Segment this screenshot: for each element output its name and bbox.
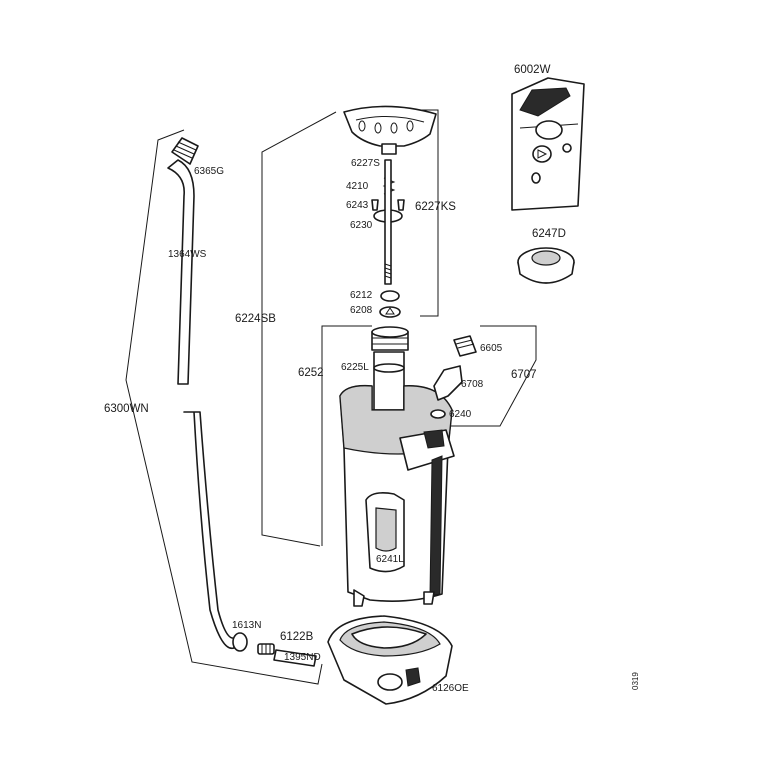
pump-assembly-6224sb [343,105,437,318]
label-6240: 6240 [449,409,472,420]
label-1613n: 1613N [232,620,261,631]
label-6708: 6708 [461,379,484,390]
instruction-card-6002w [511,77,585,211]
label-6212: 6212 [350,290,373,301]
hose-assembly-6300wn [167,137,317,667]
label-6241l: 6241L [376,554,404,565]
drawing-code: 0319 [631,672,640,690]
label-6224sb: 6224SB [235,313,276,325]
base-6126oe [327,615,453,705]
part-labels: 6002W 6365G 1364WS 6300WN 6227S 4210 624… [104,64,640,694]
label-6208: 6208 [350,305,373,316]
label-6605: 6605 [480,343,503,354]
label-4210: 4210 [346,181,369,192]
label-6707: 6707 [511,369,537,381]
label-6126oe: 6126OE [432,683,469,694]
label-6365g: 6365G [194,166,224,177]
label-6227ks: 6227KS [415,201,456,213]
label-6227s: 6227S [351,158,380,169]
label-6122b: 6122B [280,631,314,643]
label-1395nd: 1395ND [284,652,321,663]
label-1364ws: 1364WS [168,249,207,260]
label-6252: 6252 [298,367,324,379]
label-6300wn: 6300WN [104,403,149,415]
valve-group-6707 [433,335,477,401]
tank-body-6252 [339,326,455,607]
label-6243: 6243 [346,200,369,211]
cap-6247d [517,247,575,284]
label-6225l: 6225L [341,362,369,373]
label-6247d: 6247D [532,228,566,240]
leader-lines [125,109,537,685]
label-6002w: 6002W [514,64,551,76]
label-6230: 6230 [350,220,373,231]
